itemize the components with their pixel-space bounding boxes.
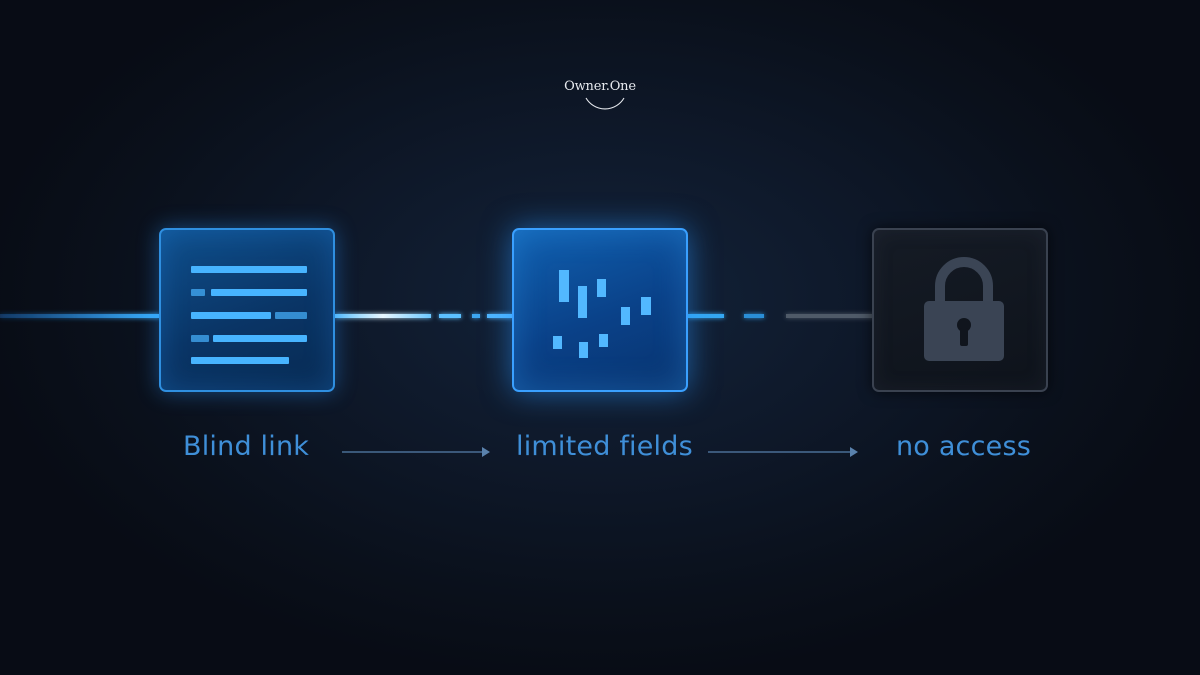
step-label-limited-fields: limited fields: [516, 431, 693, 462]
step-label-no-access: no access: [896, 431, 1031, 462]
arrow-right-icon: [708, 447, 858, 457]
line-dash: [744, 314, 764, 318]
line-segment-right: [786, 314, 874, 318]
scattered-data-icon: [553, 270, 651, 358]
arrow-right-icon: [342, 447, 490, 457]
line-dash: [472, 314, 480, 318]
line-dash: [688, 314, 724, 318]
card-blind-link: [159, 228, 335, 392]
logo-text: Owner.One: [564, 79, 636, 94]
line-dash: [439, 314, 461, 318]
line-dash: [487, 314, 513, 318]
line-segment-left: [0, 314, 160, 318]
brand-logo: Owner.One: [540, 66, 660, 110]
card-limited-fields: [512, 228, 688, 392]
step-label-blind-link: Blind link: [183, 431, 310, 462]
line-segment-mid: [335, 314, 431, 318]
document-lines-icon: [191, 266, 307, 364]
card-no-access: [872, 228, 1048, 392]
padlock-icon: [924, 257, 1004, 361]
logo-ring-icon: [585, 97, 625, 110]
